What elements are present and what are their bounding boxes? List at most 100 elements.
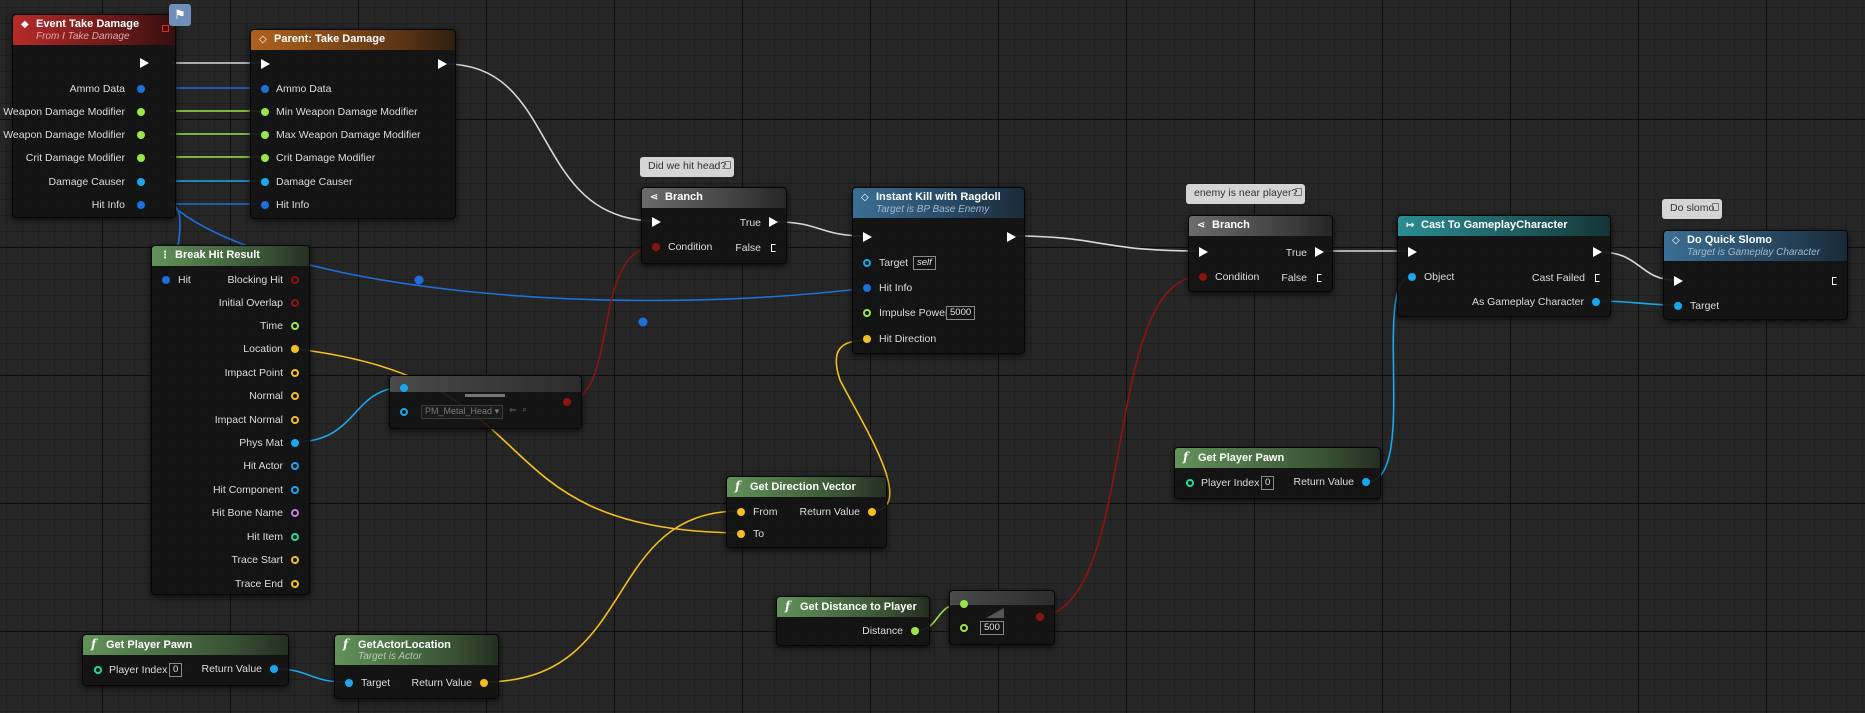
player-index-field[interactable]: 0 (169, 663, 183, 677)
pin-impulse-power[interactable] (863, 309, 871, 317)
exec-in-pin[interactable] (1408, 247, 1417, 257)
equal-physmat-node[interactable]: PM_Metal_Head ▾ ⇐ ⌕ (389, 375, 582, 429)
pin-b-input[interactable] (960, 624, 968, 632)
event-take-damage-header[interactable]: ◆Event Take Damage From I Take Damage (13, 15, 175, 45)
impulse-power-field[interactable]: 5000 (946, 306, 976, 320)
exec-out-pin[interactable] (140, 58, 149, 68)
pin-target[interactable] (345, 679, 353, 687)
pin-ammo-data[interactable] (261, 85, 269, 93)
pin-hit-bone-name[interactable] (291, 509, 299, 517)
pin-player-index[interactable] (1186, 479, 1194, 487)
exec-in-pin[interactable] (1674, 276, 1683, 286)
pin-crit-damage[interactable] (137, 154, 145, 162)
pin-time[interactable] (291, 322, 299, 330)
pin-a-input[interactable] (960, 600, 968, 608)
do-quick-slomo-header[interactable]: ◇Do Quick Slomo Target is Gameplay Chara… (1664, 231, 1847, 261)
do-quick-slomo-node[interactable]: ◇Do Quick Slomo Target is Gameplay Chara… (1663, 230, 1848, 320)
pin-max-weapon-damage[interactable] (261, 131, 269, 139)
compare-value-field[interactable]: 500 (980, 621, 1004, 635)
pin-impact-point[interactable] (291, 369, 299, 377)
exec-true-pin[interactable] (769, 217, 778, 227)
exec-out-pin[interactable] (1832, 277, 1839, 285)
pin-hit-info[interactable] (137, 201, 145, 209)
pin-hit-input[interactable] (162, 276, 170, 284)
pin-trace-end[interactable] (291, 580, 299, 588)
pin-blocking-hit[interactable] (291, 276, 299, 284)
pin-distance[interactable] (911, 627, 919, 635)
event-take-damage-node[interactable]: ◆Event Take Damage From I Take Damage Am… (0, 14, 176, 218)
pin-damage-causer[interactable] (261, 178, 269, 186)
pin-condition[interactable] (652, 243, 660, 251)
pin-min-weapon-damage[interactable] (137, 108, 145, 116)
cast-header[interactable]: ↦Cast To GameplayCharacter (1398, 216, 1610, 236)
break-hit-result-node[interactable]: ⋮Break Hit Result Hit Blocking Hit Initi… (151, 245, 310, 595)
exec-cast-failed-pin[interactable] (1595, 274, 1602, 282)
pin-crit-damage[interactable] (261, 154, 269, 162)
pin-a-input[interactable] (400, 384, 408, 392)
pin-return-value[interactable] (1362, 478, 1370, 486)
pin-return-value[interactable] (270, 665, 278, 673)
pin-hit-component[interactable] (291, 486, 299, 494)
pin-player-index[interactable] (94, 666, 102, 674)
pin-hit-actor[interactable] (291, 462, 299, 470)
cast-to-gameplay-character-node[interactable]: ↦Cast To GameplayCharacter Object Cast F… (1397, 215, 1611, 317)
exec-in-pin[interactable] (1199, 247, 1208, 257)
exec-false-pin[interactable] (771, 244, 778, 252)
delegate-pin[interactable] (162, 25, 169, 32)
pin-hit-item[interactable] (291, 533, 299, 541)
branch-header[interactable]: ⋖Branch (1189, 216, 1332, 236)
pin-return-value[interactable] (480, 679, 488, 687)
pin-object[interactable] (1408, 273, 1416, 281)
instant-kill-node[interactable]: ◇Instant Kill with Ragdoll Target is BP … (852, 187, 1025, 354)
pin-return-value[interactable] (868, 508, 876, 516)
comment-bubble[interactable]: Do slomo (1662, 199, 1723, 219)
exec-in-pin[interactable] (261, 59, 270, 69)
branch-node[interactable]: ⋖Branch True Condition False (641, 187, 787, 264)
pin-damage-causer[interactable] (137, 178, 145, 186)
exec-out-pin[interactable] (1007, 232, 1016, 242)
exec-true-pin[interactable] (1315, 247, 1324, 257)
pin-target[interactable] (1674, 302, 1682, 310)
branch-header[interactable]: ⋖Branch (642, 188, 786, 208)
branch-node[interactable]: ⋖Branch True Condition False (1188, 215, 1333, 292)
less-equal-node[interactable]: 500 (949, 590, 1055, 645)
exec-out-pin[interactable] (438, 59, 447, 69)
pin-ammo-data[interactable] (137, 85, 145, 93)
comment-bubble[interactable]: Did we hit head? (640, 157, 735, 177)
pin-min-weapon-damage[interactable] (261, 108, 269, 116)
pin-location[interactable] (291, 345, 299, 353)
pin-equal-output[interactable] (563, 398, 571, 406)
physmat-dropdown[interactable]: PM_Metal_Head ▾ (421, 405, 504, 419)
pin-phys-mat[interactable] (291, 439, 299, 447)
exec-in-pin[interactable] (652, 217, 661, 227)
exec-false-pin[interactable] (1317, 274, 1324, 282)
player-index-field[interactable]: 0 (1261, 476, 1275, 490)
exec-in-pin[interactable] (863, 232, 872, 242)
pin-impact-normal[interactable] (291, 416, 299, 424)
pin-as-gameplay-character[interactable] (1592, 298, 1600, 306)
pin-to[interactable] (737, 530, 745, 538)
pin-normal[interactable] (291, 392, 299, 400)
search-icon[interactable]: ⌕ (522, 404, 528, 414)
comment-bubble[interactable]: enemy is near player? (1186, 184, 1306, 204)
instant-kill-header[interactable]: ◇Instant Kill with Ragdoll Target is BP … (853, 188, 1024, 218)
pin-max-weapon-damage[interactable] (137, 131, 145, 139)
pin-target[interactable] (863, 259, 871, 267)
exec-out-pin[interactable] (1593, 247, 1602, 257)
pin-b-input[interactable] (400, 408, 408, 416)
parent-take-damage-node[interactable]: ◇Parent: Take Damage Ammo Data Min Weapo… (250, 29, 456, 219)
pin-hit-direction[interactable] (863, 335, 871, 343)
pin-from[interactable] (737, 508, 745, 516)
pin-initial-overlap[interactable] (291, 299, 299, 307)
pin-hit-info[interactable] (261, 201, 269, 209)
